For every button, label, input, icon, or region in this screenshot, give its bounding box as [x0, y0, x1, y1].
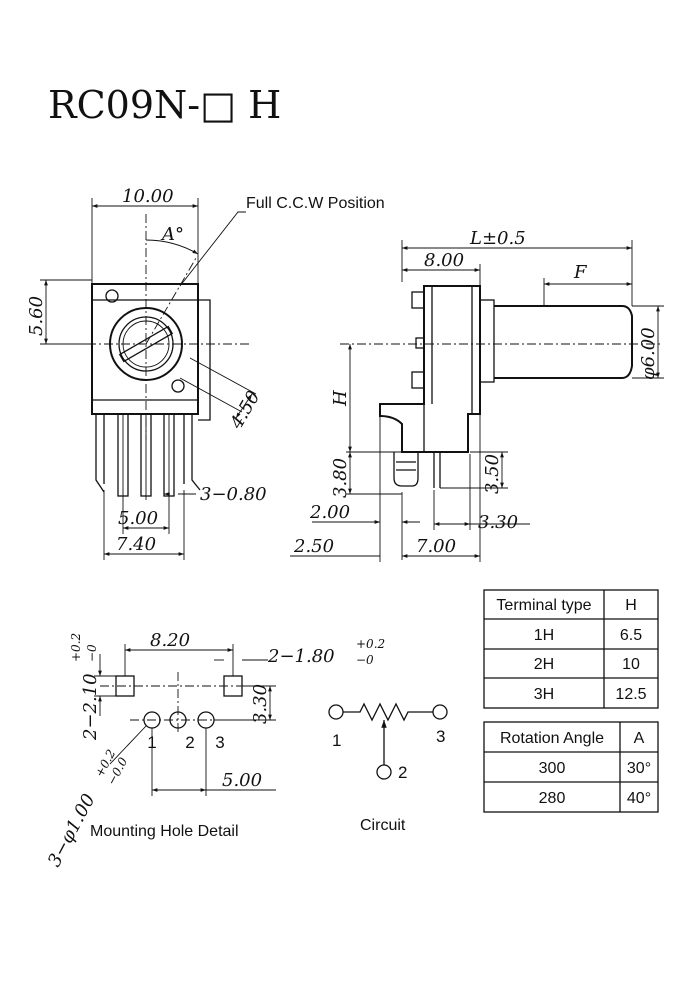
- terminal-header-type: Terminal type: [496, 597, 591, 614]
- dim-body-length: 8.00: [424, 250, 464, 271]
- dim-200: 2.00: [309, 502, 350, 523]
- dim-diagonal: 4.50: [226, 387, 265, 433]
- mount-hole-top: [105, 289, 119, 303]
- front-view: 10.00 A° Full C.C.W Position 5.60 4.50 3…: [26, 186, 385, 560]
- rotation-header-angle: Rotation Angle: [500, 730, 604, 747]
- mount-hole-bottom: [171, 379, 185, 393]
- resistor-zigzag: [343, 702, 433, 722]
- dim-250: 2.50: [293, 536, 334, 557]
- terminal-row-type: 1H: [534, 627, 554, 644]
- hole-pin-label: 2: [185, 733, 194, 752]
- side-body-outline: [379, 285, 481, 453]
- dim-pitch: 5.00: [118, 508, 158, 529]
- shaft: [494, 305, 633, 379]
- circuit-diagram: 1 2 3 Circuit: [328, 702, 448, 834]
- terminal-row-h: 6.5: [620, 627, 642, 644]
- shaft-slot: [118, 325, 174, 363]
- mounting-hole-detail: 1 2 3 8.20 2−1.80 +0.2 −0 3.30 2−2.10 +0…: [44, 630, 385, 870]
- dim-330: 3.30: [478, 512, 518, 533]
- dim-H: H: [330, 390, 351, 407]
- mounting-caption: Mounting Hole Detail: [90, 823, 239, 840]
- circuit-caption: Circuit: [360, 817, 406, 834]
- dim-L: L±0.5: [469, 228, 526, 249]
- dim-shaft-diameter: φ6.00: [638, 327, 659, 380]
- rotation-row-angle: 300: [539, 760, 566, 777]
- ccw-label: Full C.C.W Position: [246, 195, 385, 212]
- rotation-row-a: 30°: [627, 760, 651, 777]
- dim-pin-width: 3−0.80: [200, 484, 267, 505]
- dim-angle: A°: [160, 224, 184, 245]
- bushing: [479, 299, 495, 383]
- rotation-row-angle: 280: [539, 790, 566, 807]
- rotation-row-a: 40°: [627, 790, 651, 807]
- circuit-terminal-2: [376, 764, 392, 780]
- dim-210-tol-plus: +0.2: [69, 633, 83, 662]
- page-title: RC09N-□ H: [48, 83, 281, 127]
- circuit-pin-label: 3: [436, 727, 445, 746]
- terminal-row-type: 2H: [534, 656, 554, 673]
- dim-820: 8.20: [150, 630, 190, 651]
- terminal-row-type: 3H: [534, 686, 554, 703]
- front-pins: [95, 299, 211, 500]
- terminal-header-h: H: [625, 597, 637, 614]
- dim-height: 5.60: [26, 296, 47, 336]
- dim-180-tol-minus: −0: [356, 653, 374, 667]
- dim-210: 2−2.10: [80, 673, 101, 741]
- circuit-terminal-3: [432, 704, 448, 720]
- dim-180: 2−1.80: [267, 646, 335, 667]
- dim-F: F: [573, 262, 588, 283]
- dim-330-mount: 3.30: [250, 684, 271, 724]
- rotation-angle-table: Rotation Angle A 300 30° 280 40°: [483, 721, 659, 813]
- hole-pin-label: 3: [215, 733, 224, 752]
- terminal-type-table: Terminal type H 1H 6.5 2H 10 3H 12.5: [483, 589, 659, 709]
- rotation-header-a: A: [634, 730, 645, 747]
- side-view: L±0.5 8.00 F φ6.00 H 3.80 3.50 2.00: [290, 228, 664, 562]
- terminal-row-h: 12.5: [615, 686, 646, 703]
- dim-380: 3.80: [330, 458, 351, 498]
- dim-width: 10.00: [122, 186, 174, 207]
- dim-210-tol-minus: −0: [85, 644, 99, 662]
- dim-span: 7.40: [116, 534, 156, 555]
- terminal-row-h: 10: [622, 656, 640, 673]
- dim-350: 3.50: [482, 454, 503, 494]
- circuit-pin-label: 1: [332, 731, 341, 750]
- dim-180-tol-plus: +0.2: [356, 637, 385, 651]
- circuit-terminal-1: [328, 704, 344, 720]
- dim-500-mount: 5.00: [222, 770, 262, 791]
- dim-700: 7.00: [416, 536, 456, 557]
- circuit-pin-label: 2: [398, 763, 407, 782]
